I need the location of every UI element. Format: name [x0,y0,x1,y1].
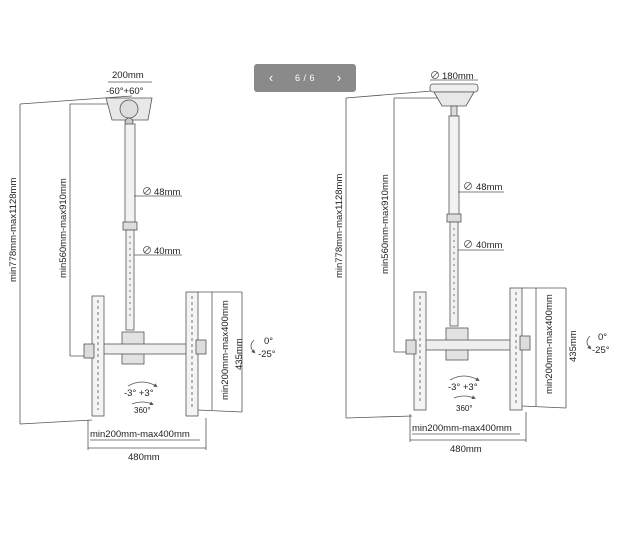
left-width-label: 480mm [128,452,160,463]
right-height-pole-label: min560mm-max910mm [380,174,391,274]
right-height-total-label: min778mm-max1128mm [334,174,345,278]
left-vesa-h-label: min200mm-max400mm [90,429,190,440]
left-top-width-label: 200mm [112,70,144,81]
left-mount-labels: 200mm -60°+60° min778mm-max1128mm min560… [8,70,276,463]
left-swivel-label: -3° +3° [124,388,154,399]
left-vesa-v-label: min200mm-max400mm [220,300,231,400]
left-tilt-top-label: -60°+60° [106,86,144,97]
right-vesa-h-label: min200mm-max400mm [412,423,512,434]
right-swivel-label: -3° +3° [448,382,478,393]
right-vesa-v-label: min200mm-max400mm [544,294,555,394]
left-height-pole-label: min560mm-max910mm [58,178,69,278]
right-mount-drawing [345,71,592,442]
chevron-right-icon[interactable]: › [336,70,342,85]
right-width-label: 480mm [450,444,482,455]
left-mount-drawing [19,81,256,450]
right-pole-lower-label: 40mm [476,240,502,251]
left-tilt-angle-bottom-label: -25° [258,349,276,360]
left-pole-lower-label: 40mm [154,246,180,257]
chevron-left-icon[interactable]: ‹ [268,70,274,85]
left-bracket-h-label: 435mm [234,338,245,370]
left-pole-upper-label: 48mm [154,187,180,198]
right-rotate-label: 360° [456,404,473,413]
left-rotate-label: 360° [134,406,151,415]
right-bracket-h-label: 435mm [568,330,579,362]
right-tilt-angle-top-label: 0° [598,332,607,343]
left-tilt-angle-top-label: 0° [264,336,273,347]
right-pole-upper-label: 48mm [476,182,502,193]
left-height-total-label: min778mm-max1128mm [8,178,19,282]
right-tilt-angle-bottom-label: -25° [592,345,610,356]
right-top-diameter-label: 180mm [442,71,474,82]
image-pager: ‹ 6 / 6 › [254,64,356,92]
image-counter: 6 / 6 [294,73,315,83]
right-mount-labels: 180mm min778mm-max1128mm min560mm-max910… [334,71,610,455]
